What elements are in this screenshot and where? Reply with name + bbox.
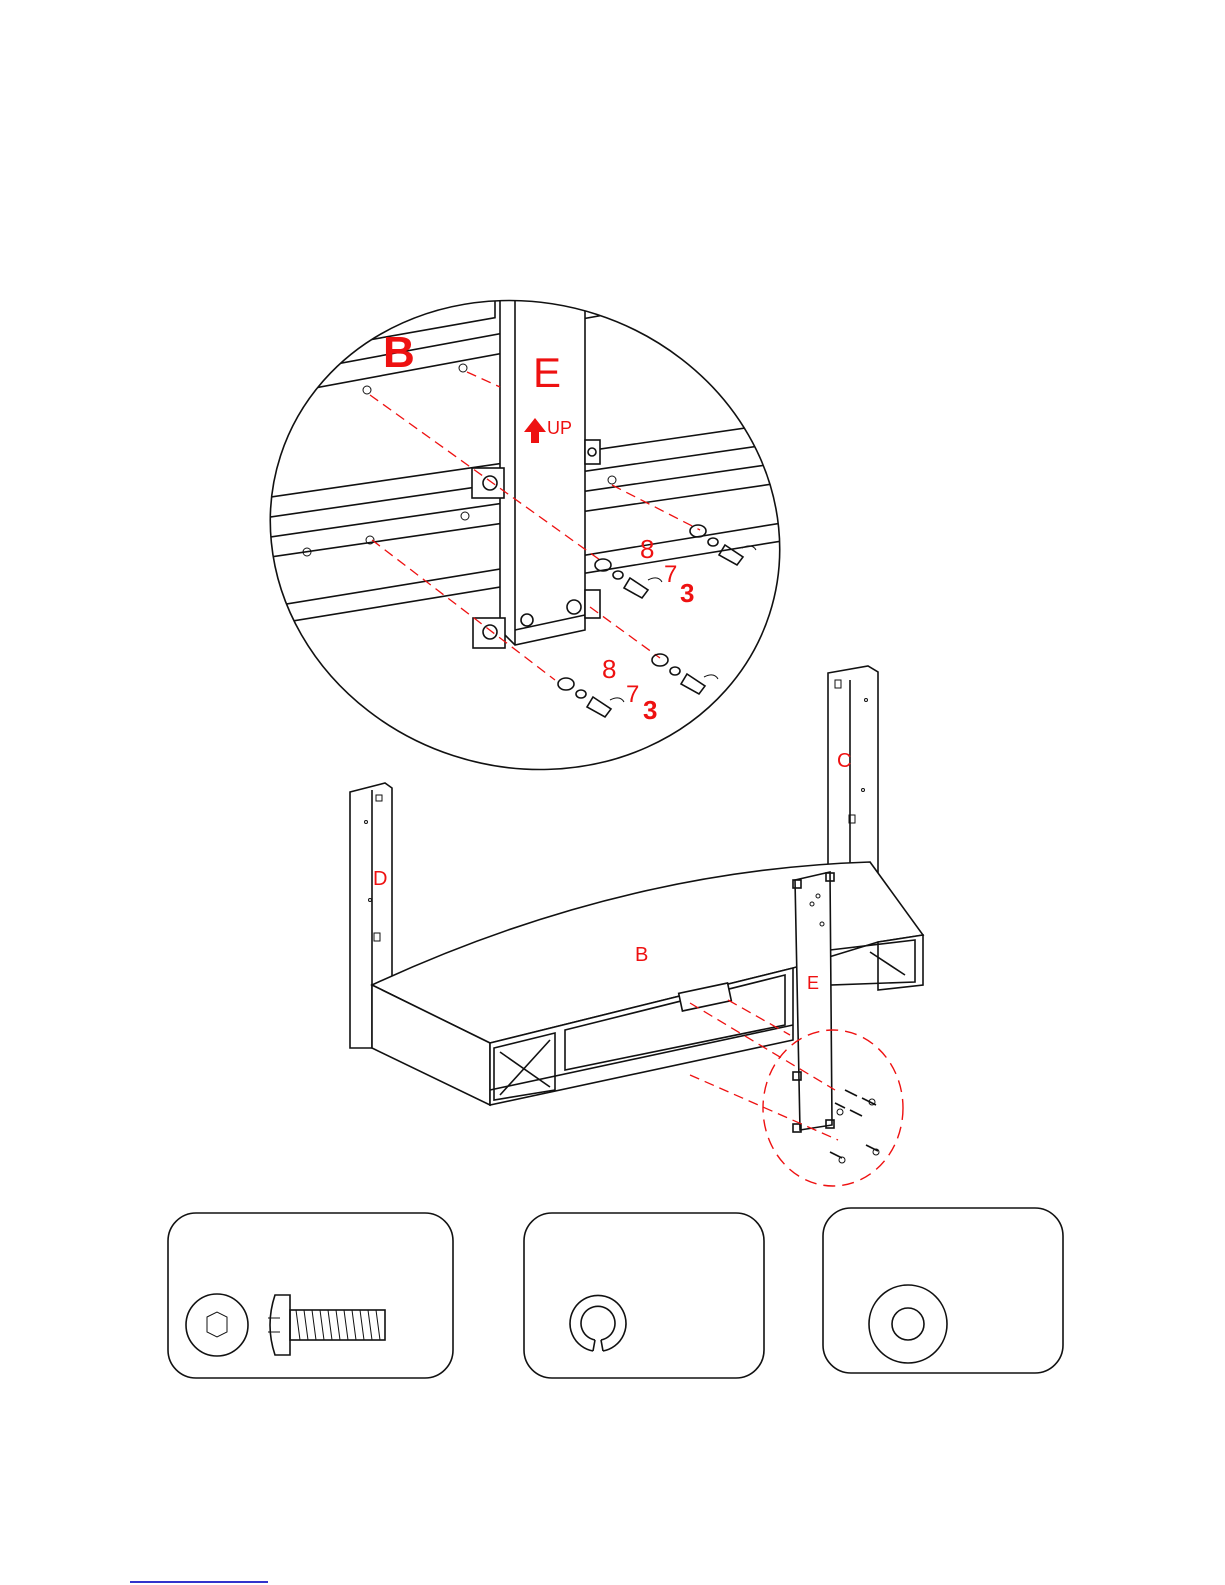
callout-lower-bolt: 3 bbox=[643, 695, 657, 725]
assembly-part-b-label: B bbox=[635, 944, 648, 966]
hardware-list bbox=[168, 1208, 1063, 1378]
main-assembly: B C D E bbox=[350, 666, 923, 1186]
leg-c bbox=[828, 666, 878, 880]
hardware-box-bolt bbox=[168, 1213, 453, 1378]
up-label: UP bbox=[547, 418, 572, 438]
callout-lower-washer: 8 bbox=[602, 654, 616, 684]
part-e bbox=[793, 872, 834, 1132]
fastener-set-2 bbox=[690, 525, 756, 565]
detail-indicator-circle bbox=[763, 1030, 903, 1186]
callout-upper-lock-washer: 7 bbox=[664, 561, 677, 588]
assembly-fasteners bbox=[830, 1090, 879, 1163]
assembly-part-d-label: D bbox=[373, 868, 387, 890]
detail-part-b-label: B bbox=[383, 328, 415, 377]
hardware-box-flat-washer bbox=[823, 1208, 1063, 1373]
assembly-part-c-label: C bbox=[837, 750, 851, 772]
assembly-part-e-label: E bbox=[807, 973, 819, 993]
hardware-box-lock-washer bbox=[524, 1213, 764, 1378]
callout-upper-washer: 8 bbox=[640, 534, 654, 564]
fastener-set-1 bbox=[595, 559, 662, 598]
detail-part-e-label: E bbox=[533, 349, 561, 396]
callout-lower-lock-washer: 7 bbox=[626, 681, 639, 708]
fastener-set-3 bbox=[652, 654, 718, 694]
footer-rule bbox=[130, 1581, 268, 1583]
detail-callout: B E UP 8 7 3 8 7 3 bbox=[209, 235, 841, 835]
callout-upper-bolt: 3 bbox=[680, 578, 694, 608]
